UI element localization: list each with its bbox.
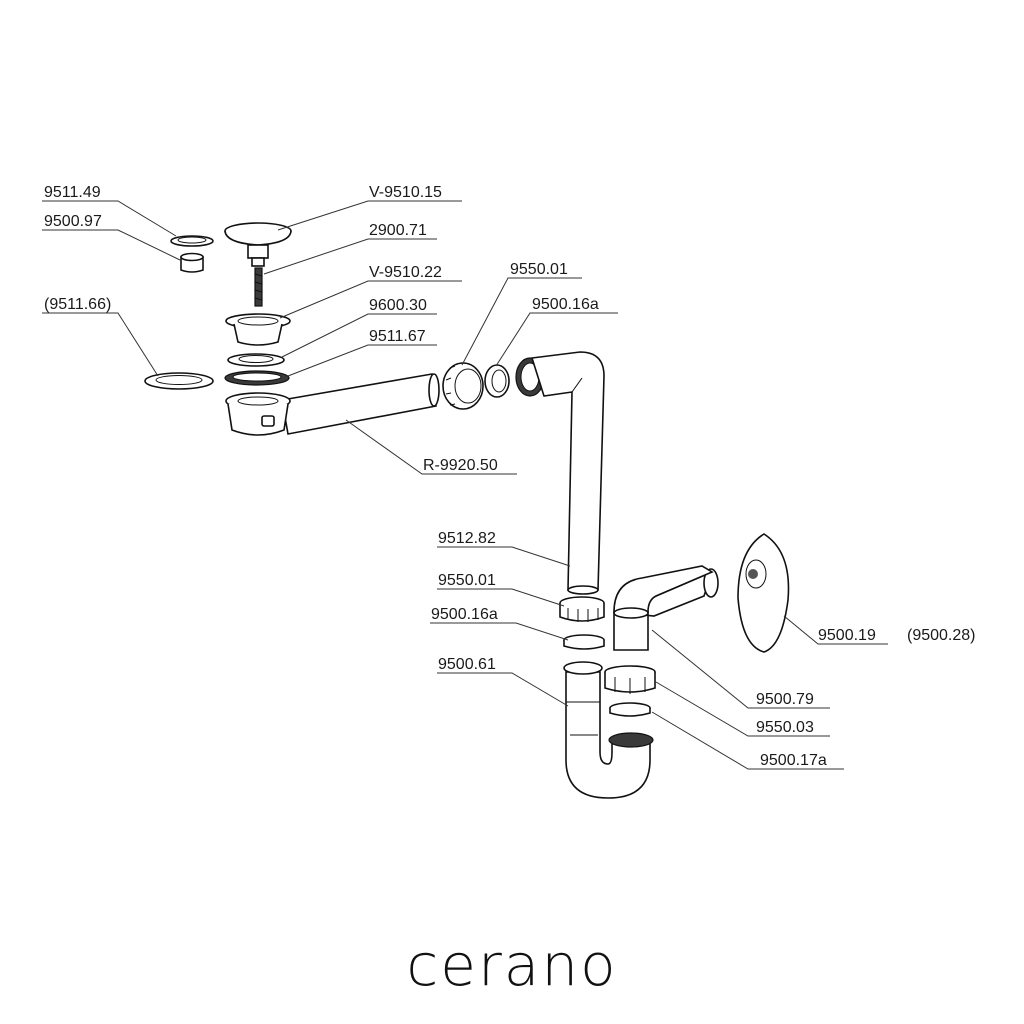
label-9500-61: 9500.61 bbox=[438, 656, 496, 673]
label-v9510-15: V-9510.15 bbox=[369, 184, 442, 201]
leader-9500-61 bbox=[437, 672, 569, 707]
leader-9550-01-mid bbox=[437, 588, 565, 607]
label-9550-01-top: 9550.01 bbox=[510, 261, 568, 278]
part-ring-9511-49 bbox=[170, 235, 214, 247]
leader-9511-66 bbox=[42, 312, 159, 377]
leader-9500-79 bbox=[651, 629, 830, 709]
part-rosette-9500-19 bbox=[737, 533, 790, 653]
label-v9510-22: V-9510.22 bbox=[369, 264, 442, 281]
leader-9600-30 bbox=[281, 313, 437, 358]
part-elbow-9500-79 bbox=[613, 565, 719, 651]
label-9500-97: 9500.97 bbox=[44, 213, 102, 230]
part-washer-9511-66 bbox=[144, 372, 214, 390]
part-drain-body-r9920-50 bbox=[225, 373, 440, 436]
label-9550-03: 9550.03 bbox=[756, 719, 814, 736]
label-9500-28: (9500.28) bbox=[907, 627, 976, 644]
leader-9511-49 bbox=[42, 200, 177, 237]
part-screw-2900-71 bbox=[254, 267, 263, 307]
leader-9550-03 bbox=[655, 681, 830, 737]
part-seal-9511-67 bbox=[224, 370, 290, 386]
label-9500-16a-top: 9500.16a bbox=[532, 296, 599, 313]
label-9500-19: 9500.19 bbox=[818, 627, 876, 644]
part-nut-9550-01-top bbox=[442, 362, 484, 410]
leader-9500-19 bbox=[783, 615, 888, 645]
part-gasket-9600-30 bbox=[227, 353, 285, 367]
part-washer-9500-16a-mid bbox=[563, 634, 605, 650]
leader-v9510-22 bbox=[279, 280, 462, 319]
leader-2900-71 bbox=[263, 238, 437, 275]
label-9600-30: 9600.30 bbox=[369, 297, 427, 314]
leader-9500-17a bbox=[651, 711, 844, 770]
leader-9500-16a-top bbox=[495, 312, 618, 367]
label-9512-82: 9512.82 bbox=[438, 530, 496, 547]
label-9500-17a: 9500.17a bbox=[760, 752, 827, 769]
brand-logo: cerano bbox=[406, 931, 617, 999]
label-9511-49: 9511.49 bbox=[44, 184, 101, 201]
part-strainer-v9510-22 bbox=[225, 313, 291, 346]
label-9500-16a-mid: 9500.16a bbox=[431, 606, 498, 623]
part-pipe-9512-82 bbox=[530, 351, 605, 595]
label-r9920-50: R-9920.50 bbox=[423, 457, 498, 474]
part-nut-9550-01-mid bbox=[559, 596, 605, 622]
part-washer-9500-17a bbox=[609, 702, 651, 717]
leader-9511-67 bbox=[287, 344, 437, 377]
part-washer-9500-16a-top bbox=[484, 364, 510, 398]
part-plug-v9510-15 bbox=[224, 222, 292, 267]
leader-9500-97 bbox=[42, 229, 181, 261]
leader-r9920-50 bbox=[345, 419, 517, 475]
label-9500-79: 9500.79 bbox=[756, 691, 814, 708]
leader-9500-16a-mid bbox=[430, 622, 569, 641]
label-9550-01-mid: 9550.01 bbox=[438, 572, 496, 589]
leader-9512-82 bbox=[437, 546, 571, 567]
part-nut-9550-03 bbox=[604, 665, 656, 694]
leader-v9510-15 bbox=[277, 200, 462, 231]
label-9511-67: 9511.67 bbox=[369, 328, 426, 345]
label-9511-66: (9511.66) bbox=[44, 296, 111, 313]
label-2900-71: 2900.71 bbox=[369, 222, 427, 239]
part-cap-9500-97 bbox=[180, 252, 204, 273]
leader-9550-01-top bbox=[461, 277, 582, 366]
part-trap-9500-61 bbox=[563, 661, 654, 799]
